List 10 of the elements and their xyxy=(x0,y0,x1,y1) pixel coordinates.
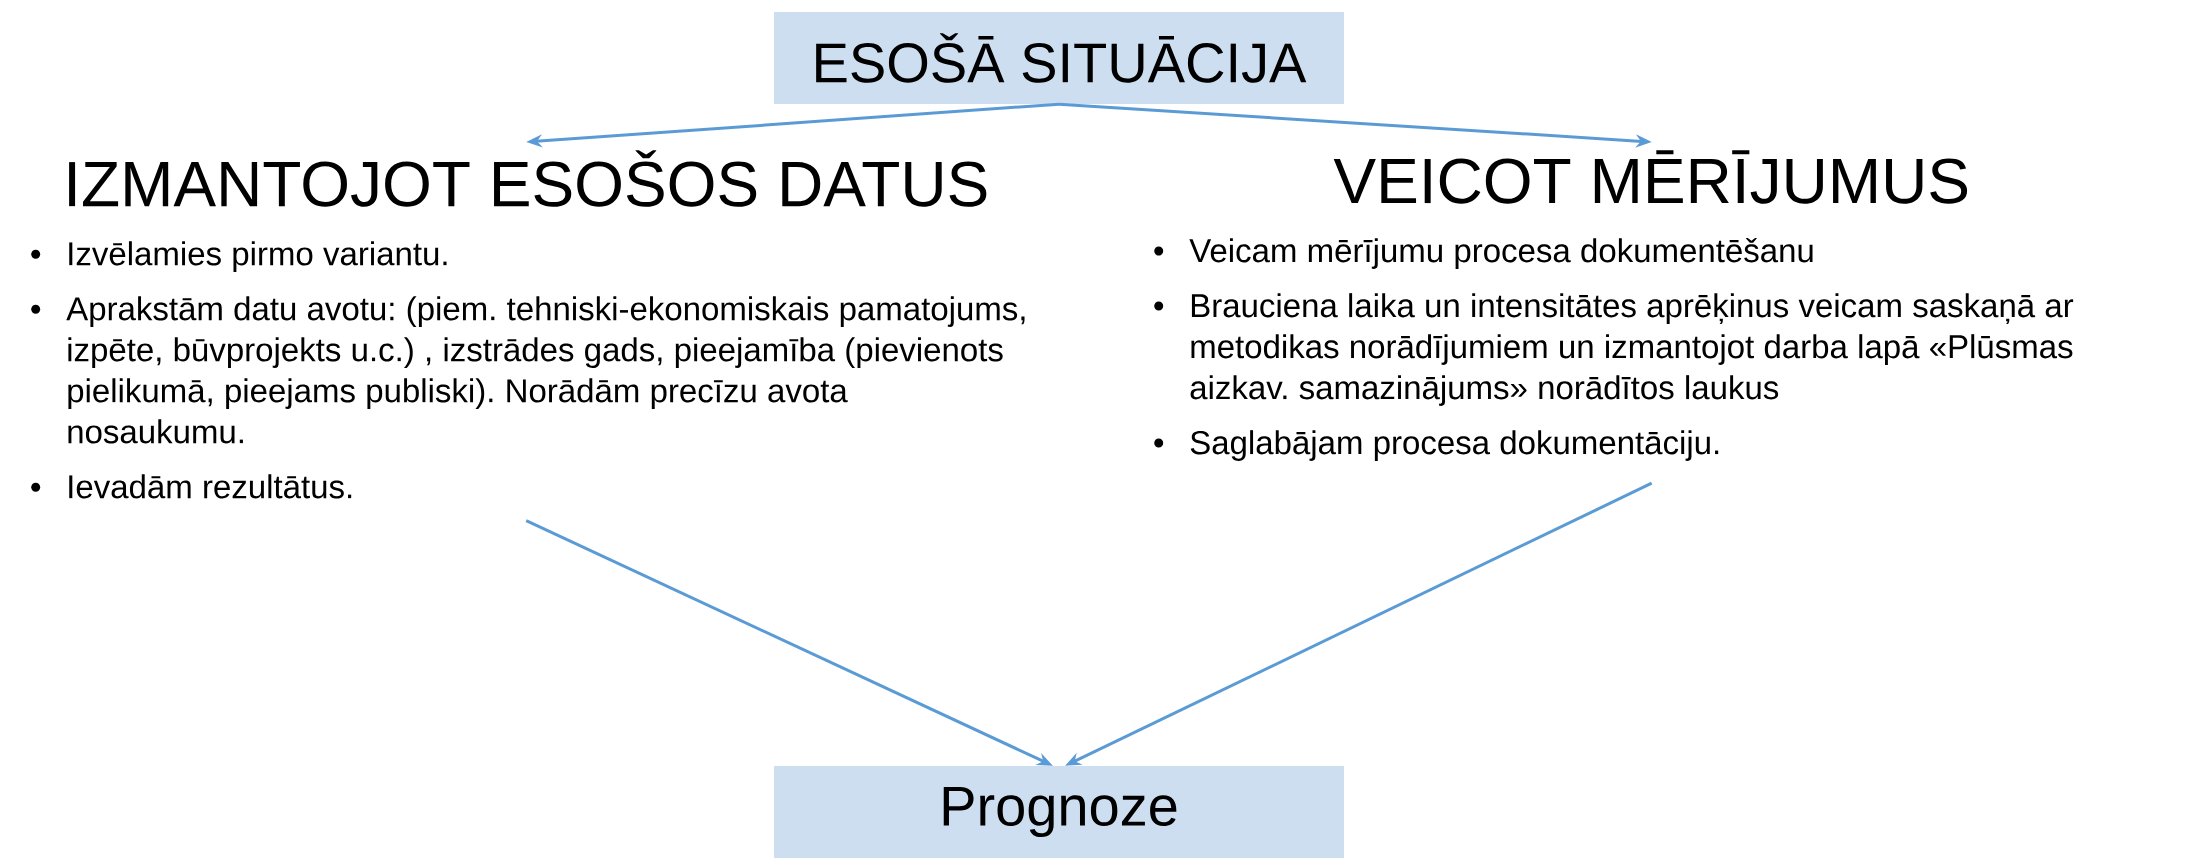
list-item: Saglabājam procesa dokumentāciju. xyxy=(1190,430,1719,461)
list-item: Aprakstām datu avotu: (piem. tehniski-ekonomiskais pamatojums, izpēte, būvprojekts u.c.) , izstrādes gads, pieejamība (pievienots pielikumā, pieejams publiski). Norādām precīzu avota nosaukumu. xyxy=(66,296,1025,444)
list-item: Ievadām rezultātus. xyxy=(69,474,352,499)
list-item: Brauciena laika un intensitātes aprēķinus veicam saskaņā ar metodikas norādījumiem un izmantojot darba lapā «Plūsmas aizkav. samazinājums» norādītos laukus xyxy=(1190,293,2074,406)
title-box: Prognoze xyxy=(774,766,1344,858)
title-box: ESOŠĀ SITUĀCIJA xyxy=(774,12,1344,104)
column-heading: VEICOT MĒRĪJUMUS xyxy=(1333,150,1968,204)
column-heading: IZMANTOJOT ESOŠOS DATUS xyxy=(69,150,987,207)
list-item: Izvēlamies pirmo variantu. xyxy=(69,241,447,272)
list-item: Veicam mērījumu procesa dokumentēšanu xyxy=(1189,238,1813,269)
